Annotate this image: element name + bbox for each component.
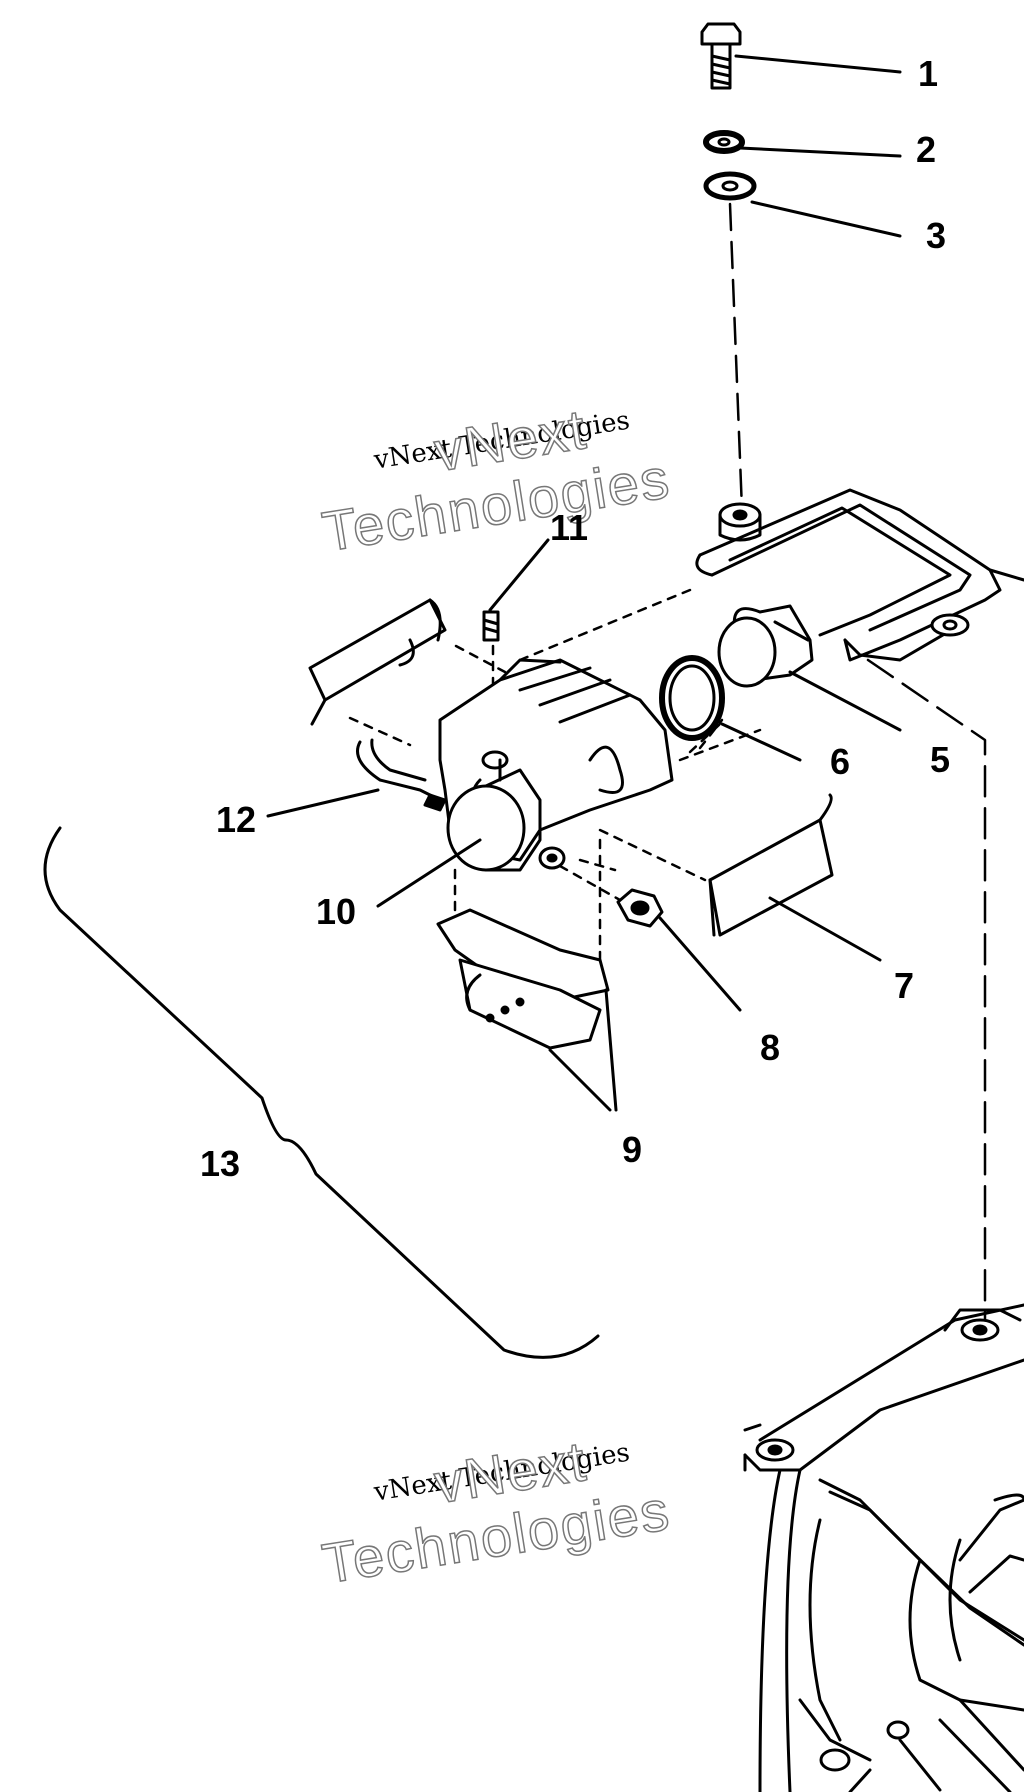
- callout-3: 3: [926, 215, 947, 256]
- callout-2: 2: [916, 129, 937, 170]
- right-centerline: [866, 658, 987, 1322]
- bleeder-screw-part: [482, 610, 500, 642]
- assembly-centerline: [728, 202, 744, 512]
- callout-9: 9: [622, 1129, 643, 1170]
- group-bracket-13: [43, 826, 600, 1359]
- flat-washer-part: [703, 171, 757, 201]
- bolt-part: [700, 22, 742, 90]
- callout-7: 7: [894, 965, 915, 1006]
- leader-lines: [266, 54, 902, 1112]
- chaincase-housing-part: [743, 1303, 1024, 1792]
- callout-10: 10: [316, 891, 357, 932]
- callout-13: 13: [200, 1143, 241, 1184]
- callout-12: 12: [216, 799, 257, 840]
- nut-part: [616, 888, 664, 928]
- pad-spring-right-part: [708, 793, 834, 937]
- brake-hose-part: [356, 738, 447, 812]
- piston-part: [717, 604, 814, 688]
- brake-pads-part: [436, 908, 610, 1050]
- mounting-bracket-part: [695, 488, 1024, 662]
- callout-6: 6: [830, 741, 851, 782]
- callout-1: 1: [918, 53, 939, 94]
- seal-ring-part: [659, 655, 725, 741]
- callout-8: 8: [760, 1027, 781, 1068]
- callout-11: 11: [550, 507, 589, 548]
- pad-spring-left-part: [308, 598, 447, 726]
- callout-5: 5: [930, 739, 951, 780]
- lock-washer-part: [703, 130, 745, 154]
